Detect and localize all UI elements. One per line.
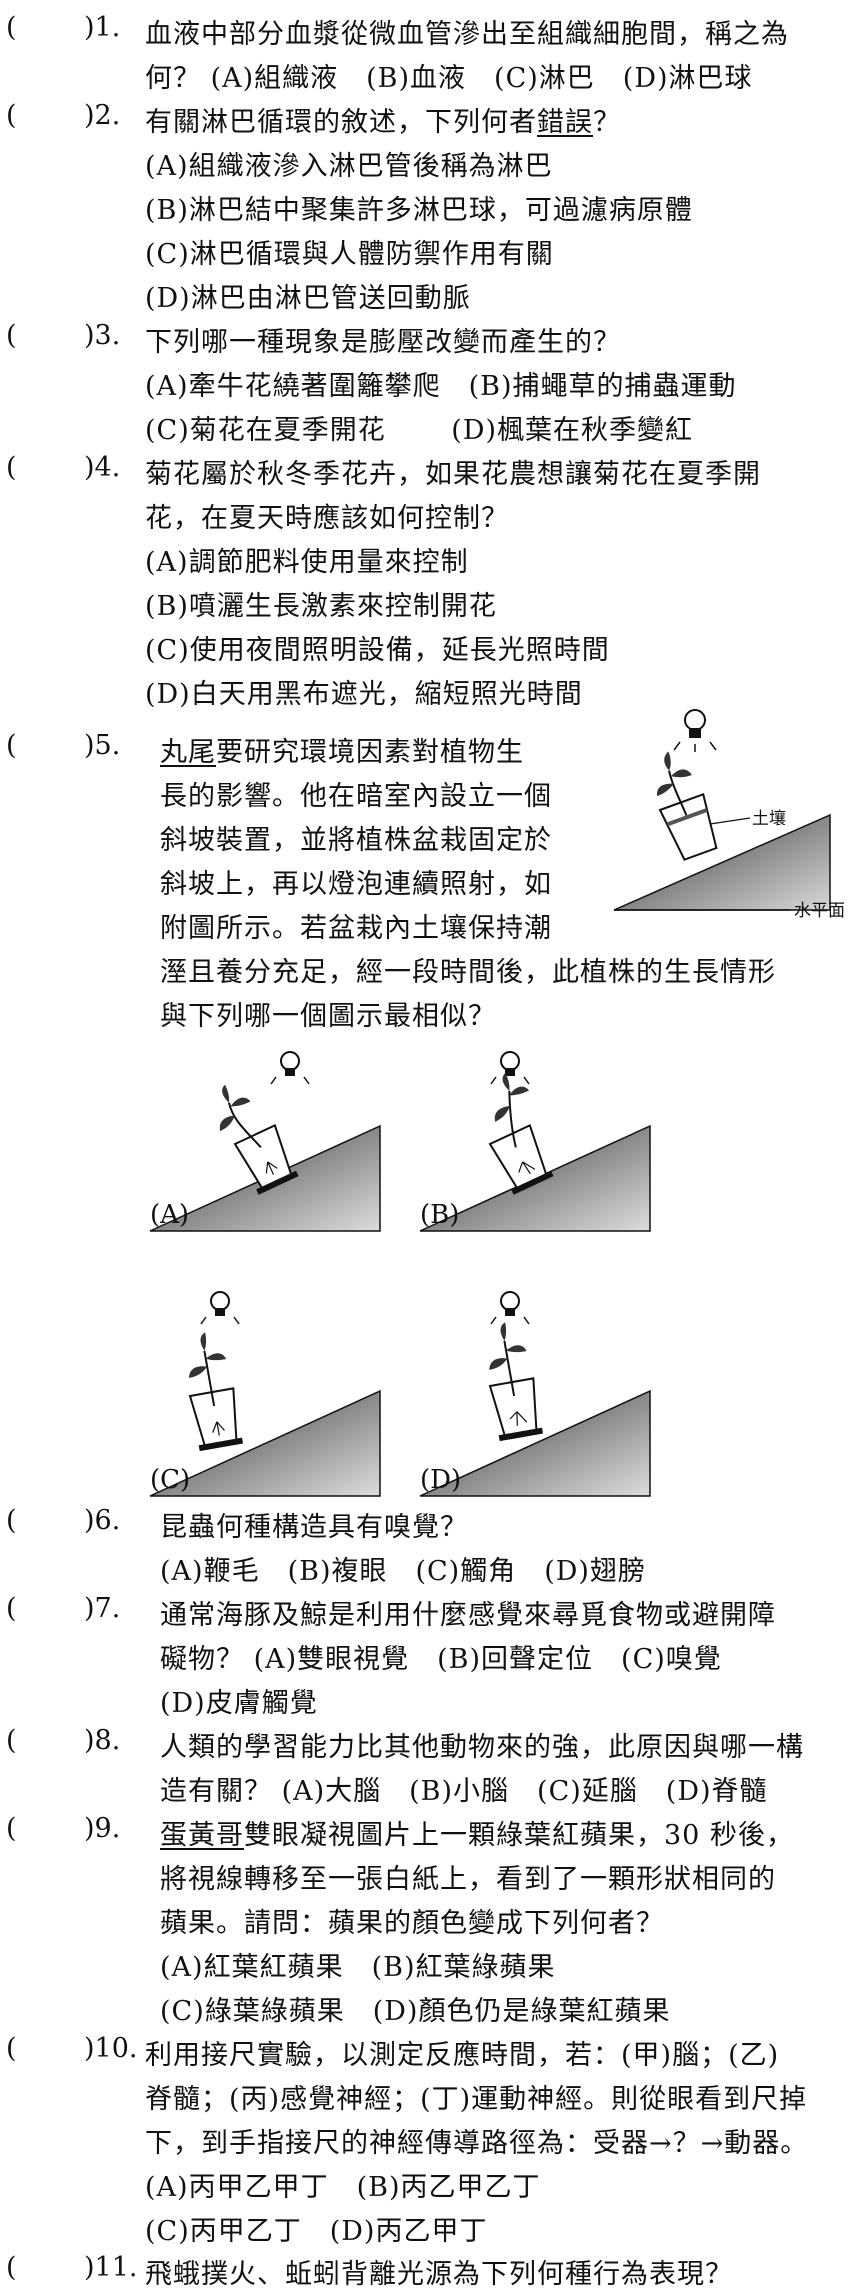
answer-paren: ( [6,320,17,351]
question-text: 溼且養分充足，經一段時間後，此植株的生長情形 [160,957,776,988]
question-text: 人類的學習能力比其他動物來的強，此原因與哪一構 [160,1732,804,1763]
bulb-icon [673,709,717,752]
question-number: )9. [84,1813,121,1844]
question-number: )6. [84,1505,121,1536]
horizontal-label: 水平面 [794,901,845,920]
question-text: 通常海豚及鯨是利用什麼感覺來尋覓食物或避開障 [160,1600,776,1631]
options-row: (C)綠葉綠蘋果 (D)顏色仍是綠葉紅蘋果 [160,1996,671,2027]
choice-b-figure [419,1051,651,1232]
question-text: 丸尾要研究環境因素對植物生 [160,737,524,768]
question-number: )11. [84,2252,138,2283]
question-text: 造有關？ (A)大腦 (B)小腦 (C)延腦 (D)脊髓 [160,1776,768,1807]
question-text: 斜坡上，再以燈泡連續照射，如 [160,869,552,900]
slope [613,813,831,911]
option-d: (D)白天用黑布遮光，縮短照光時間 [145,679,583,710]
question-number: )1. [84,12,121,43]
setup-figure: 土壤 水平面 [613,709,845,920]
question-text: 飛蛾撲火、蚯蚓背離光源為下列何種行為表現？ [145,2259,733,2290]
question-text: 蛋黃哥雙眼凝視圖片上一顆綠葉紅蘋果，30 秒後， [160,1820,794,1851]
question-number: )10. [84,2033,138,2064]
options-row: (C)丙甲乙丁 (D)丙乙甲丁 [145,2216,488,2247]
answer-paren: ( [6,12,17,43]
option-c: (C)淋巴循環與人體防禦作用有關 [145,239,554,270]
question-text: 昆蟲何種構造具有嗅覺？ [160,1512,468,1543]
underlined-keyword: 錯誤 [537,107,593,138]
options-row: (A)紅葉紅蘋果 (B)紅葉綠蘋果 [160,1952,556,1983]
question-text: 將視線轉移至一張白紙上，看到了一顆形狀相同的 [160,1864,776,1895]
option-c: (C)使用夜間照明設備，延長光照時間 [145,635,610,666]
person-name: 蛋黃哥 [160,1820,244,1851]
question-number: )7. [84,1593,121,1624]
question-text: 下列哪一種現象是膨壓改變而產生的？ [145,327,621,358]
option-a: (A)調節肥料使用量來控制 [145,547,469,578]
question-number: )4. [84,452,121,483]
choice-c-label: (C) [150,1465,191,1495]
choice-b-label: (B) [420,1200,460,1230]
choice-d-figure [419,1291,651,1497]
question-number: )5. [84,730,121,761]
question-number: )3. [84,320,121,351]
option-d: (D)皮膚觸覺 [160,1688,318,1719]
option-d: (D)淋巴由淋巴管送回動脈 [145,283,471,314]
question-text: 斜坡裝置，並將植株盆栽固定於 [160,825,552,856]
answer-paren: ( [6,1593,17,1624]
person-name: 丸尾 [160,737,216,768]
answer-paren: ( [6,100,17,131]
question-text: 蘋果。請問：蘋果的顏色變成下列何者？ [160,1908,664,1939]
choice-a-label: (A) [150,1200,190,1230]
answer-paren: ( [6,730,17,761]
option-b: (B)淋巴結中聚集許多淋巴球，可過濾病原體 [145,195,693,226]
answer-paren: ( [6,1505,17,1536]
question-text: 附圖所示。若盆栽內土壤保持潮 [160,913,552,944]
question-text: 長的影響。他在暗室內設立一個 [160,781,552,812]
answer-paren: ( [6,452,17,483]
question-text: 花，在夏天時應該如何控制？ [145,503,509,534]
choice-a-figure [149,1051,381,1232]
question-text: 利用接尺實驗，以測定反應時間，若：(甲)腦；(乙) [145,2040,780,2071]
plant-pot-icon [657,751,718,861]
question-text: 與下列哪一個圖示最相似？ [160,1001,496,1032]
options-row: (A)牽牛花繞著圍籬攀爬 (B)捕蠅草的捕蟲運動 [145,371,737,402]
answer-paren: ( [6,2033,17,2064]
answer-paren: ( [6,2252,17,2283]
question-text: 有關淋巴循環的敘述，下列何者錯誤？ [145,107,621,138]
question-text: 下，到手指接尺的神經傳導路徑為：受器→？→動器。 [145,2128,809,2159]
options-row: (A)鞭毛 (B)複眼 (C)觸角 (D)翅膀 [160,1556,646,1587]
options-row: (A)丙甲乙甲丁 (B)丙乙甲乙丁 [145,2172,541,2203]
choice-figures [149,1051,651,1497]
answer-paren: ( [6,1813,17,1844]
question-text: 菊花屬於秋冬季花卉，如果花農想讓菊花在夏季開 [145,459,761,490]
choice-c-figure [149,1291,381,1497]
answer-paren: ( [6,1725,17,1756]
question-text: 礙物？ (A)雙眼視覺 (B)回聲定位 (C)嗅覺 [160,1644,722,1675]
option-a: (A)組織液滲入淋巴管後稱為淋巴 [145,151,553,182]
question-text: 何？ (A)組織液 (B)血液 (C)淋巴 (D)淋巴球 [145,63,753,94]
soil-label: 土壤 [752,808,786,829]
question-number: )2. [84,100,121,131]
choice-d-label: (D) [420,1465,462,1495]
question-text: 血液中部分血漿從微血管滲出至組織細胞間，稱之為 [145,19,789,50]
question-number: )8. [84,1725,121,1756]
option-b: (B)噴灑生長激素來控制開花 [145,591,497,622]
question-text: 脊髓；(丙)感覺神經；(丁)運動神經。則從眼看到尺掉 [145,2084,808,2115]
options-row: (C)菊花在夏季開花 (D)楓葉在秋季變紅 [145,415,694,446]
